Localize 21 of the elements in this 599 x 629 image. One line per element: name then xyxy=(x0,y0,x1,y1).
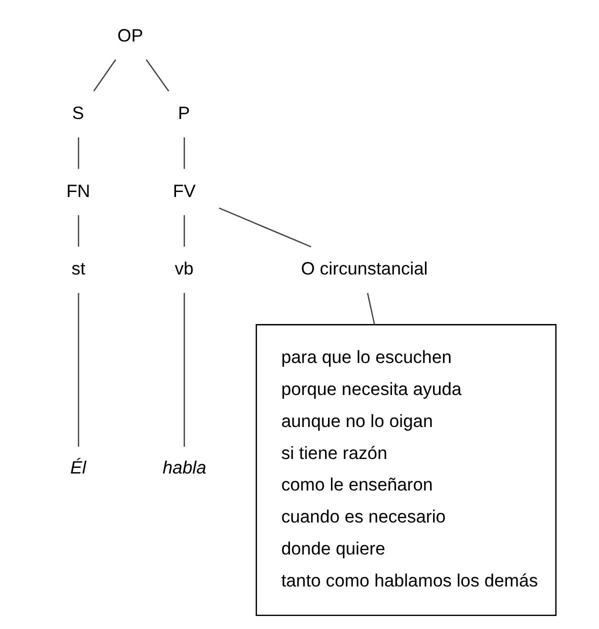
connector xyxy=(77,293,79,447)
node-text: FN xyxy=(66,180,90,201)
connector xyxy=(145,59,169,92)
node-text: FV xyxy=(172,180,196,201)
node-text: Él xyxy=(70,457,86,478)
node-text: OP xyxy=(116,25,143,46)
connector xyxy=(366,292,375,325)
connector xyxy=(92,59,116,92)
node-text: st xyxy=(71,258,85,279)
connector xyxy=(183,215,184,247)
connector xyxy=(77,215,79,247)
connector xyxy=(218,208,311,248)
connector xyxy=(183,293,184,447)
node-text: vb xyxy=(174,258,194,279)
node-text: O circunstancial xyxy=(300,258,428,279)
node-text: S xyxy=(72,103,84,124)
connector xyxy=(183,137,184,169)
node-text: habla xyxy=(162,457,206,478)
node-box: para que lo escuchen porque necesita ayuda aunque no lo oigan si tiene razón como le enseñaron cuando es necesario donde quiere tanto como hablamos los demás xyxy=(255,324,556,616)
node-text: P xyxy=(177,103,190,124)
connector xyxy=(77,137,79,169)
